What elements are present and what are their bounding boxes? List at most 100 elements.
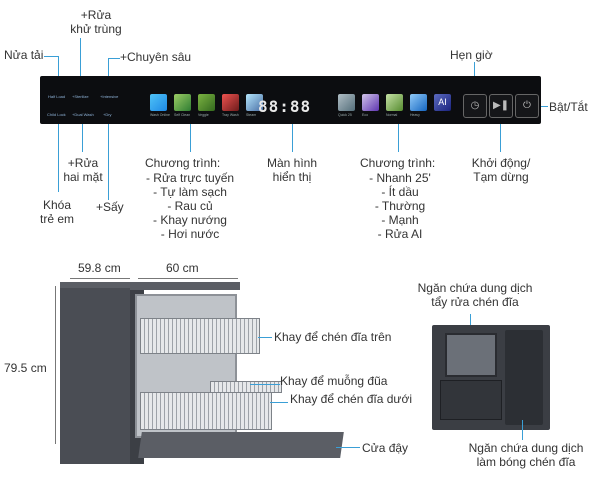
intensive-label: +Chuyên sâu — [120, 50, 192, 64]
connector-line — [108, 58, 120, 59]
program-item: - Nhanh 25' — [369, 171, 431, 185]
start-pause-label: Khởi động/ Tạm dừng — [466, 156, 536, 184]
program-item: - Rau củ — [167, 199, 213, 213]
tile-label: Heavy — [410, 113, 420, 117]
door-label: Cửa đậy — [362, 441, 409, 455]
connector-line — [336, 447, 360, 448]
sterilize-label-line1: +Rửa — [80, 8, 112, 22]
child-lock-button[interactable]: Child Lock — [47, 112, 66, 117]
dimension-line — [70, 278, 130, 279]
timer-icon: ◷ — [470, 100, 480, 111]
rinse-aid-label: Ngăn chứa dung dịch làm bóng chén đĩa — [452, 441, 600, 469]
program-item: - Rửa trực tuyến — [145, 171, 235, 185]
connector-line — [108, 124, 109, 200]
width-dimension: 60 cm — [166, 261, 199, 275]
lower-rack — [140, 392, 272, 430]
digital-display: 88:88 — [258, 97, 312, 116]
connector-line — [58, 56, 59, 94]
start-pause-label-line2: Tạm dừng — [473, 170, 529, 184]
detergent-compartment — [445, 333, 497, 377]
depth-dimension: 59.8 cm — [78, 261, 121, 275]
dual-wash-label-line1: +Rửa — [67, 156, 99, 170]
power-label: Bật/Tắt — [549, 100, 588, 114]
connector-line — [44, 56, 58, 57]
dishwasher-top — [60, 282, 240, 290]
program-self-clean-tile[interactable] — [174, 94, 191, 111]
detergent-label-line2: tẩy rửa chén đĩa — [431, 295, 519, 309]
dishwasher-body — [60, 288, 130, 464]
programs-left-list: - Rửa trực tuyến - Tự làm sạch - Rau củ … — [135, 171, 245, 241]
power-icon: ⏻ — [523, 100, 531, 111]
dry-button[interactable]: +Dry — [103, 112, 112, 117]
program-tray-wash-tile[interactable] — [222, 94, 239, 111]
tile-label: Steam — [246, 113, 257, 117]
program-item: - Ít dầu — [381, 185, 419, 199]
program-eco-tile[interactable] — [362, 94, 379, 111]
upper-rack — [140, 318, 260, 354]
rinse-label-line1: Ngăn chứa dung dịch — [468, 441, 584, 455]
timer-button[interactable]: ◷ — [463, 94, 487, 118]
programs-right-title: Chương trình: — [360, 156, 436, 170]
ai-tile-text: AI — [438, 97, 447, 107]
connector-line — [82, 124, 83, 152]
program-item: - Mạnh — [381, 213, 419, 227]
start-pause-label-line1: Khởi động/ — [471, 156, 531, 170]
tile-label: Wash Online — [150, 113, 170, 117]
program-item: - Hơi nước — [160, 227, 220, 241]
dual-wash-button[interactable]: +Dual Wash — [72, 112, 94, 117]
connector-line — [270, 402, 288, 403]
program-item: - Khay nướng — [153, 213, 227, 227]
program-quick-tile[interactable] — [338, 94, 355, 111]
dimension-line — [55, 286, 56, 444]
program-heavy-tile[interactable] — [410, 94, 427, 111]
program-ai-tile[interactable]: AI — [434, 94, 451, 111]
connector-line — [292, 124, 293, 152]
connector-line — [522, 420, 523, 440]
upper-rack-label: Khay để chén đĩa trên — [274, 330, 392, 344]
connector-line — [398, 124, 399, 152]
control-panel — [40, 76, 541, 124]
program-item: - Thường — [374, 199, 426, 213]
half-load-label: Nửa tải — [4, 48, 44, 62]
power-button[interactable]: ⏻ — [515, 94, 539, 118]
rinse-label-line2: làm bóng chén đĩa — [476, 455, 576, 469]
sterilize-button[interactable]: +Sterilize — [72, 94, 89, 99]
cutlery-tray-label: Khay để muỗng đũa — [280, 374, 388, 388]
program-steam-tile[interactable] — [246, 94, 263, 111]
play-pause-icon: ▶❚ — [492, 100, 510, 111]
height-dimension: 79.5 cm — [4, 361, 47, 375]
tile-label: Tray Wash — [222, 113, 239, 117]
dishwasher-door — [138, 432, 344, 458]
display-label: Màn hình hiển thị — [260, 156, 324, 184]
program-normal-tile[interactable] — [386, 94, 403, 111]
connector-line — [190, 124, 191, 152]
start-pause-button[interactable]: ▶❚ — [489, 94, 513, 118]
tile-label: Quick 25 — [338, 113, 352, 117]
program-veggie-tile[interactable] — [198, 94, 215, 111]
connector-line — [470, 314, 471, 334]
tile-label: Self Clean — [174, 113, 191, 117]
child-lock-label-line1: Khóa — [42, 198, 72, 212]
connector-line — [258, 337, 272, 338]
display-label-line1: Màn hình — [266, 156, 318, 170]
connector-line — [540, 106, 548, 107]
tile-label: Normal — [386, 113, 398, 117]
intensive-button[interactable]: +Intensive — [100, 94, 119, 99]
display-label-line2: hiển thị — [272, 170, 312, 184]
timer-label: Hẹn giờ — [450, 48, 493, 62]
detergent-label-line1: Ngăn chứa dung dịch — [417, 281, 533, 295]
connector-line — [500, 124, 501, 152]
child-lock-label-line2: trẻ em — [39, 212, 74, 226]
program-wash-online-tile[interactable] — [150, 94, 167, 111]
dual-wash-label: +Rửa hai mặt — [58, 156, 108, 184]
program-item: - Tự làm sạch — [153, 185, 227, 199]
child-lock-label: Khóa trẻ em — [34, 198, 80, 226]
programs-left-title: Chương trình: — [145, 156, 221, 170]
tile-label: Eco — [362, 113, 369, 117]
sterilize-label-line2: khử trùng — [70, 22, 122, 36]
programs-right-list: - Nhanh 25' - Ít dầu - Thường - Mạnh - R… — [350, 171, 450, 241]
sterilize-label: +Rửa khử trùng — [66, 8, 126, 36]
half-load-button[interactable]: Half Load — [48, 94, 66, 99]
dry-label: +Sấy — [96, 200, 124, 214]
tile-label: Veggie — [198, 113, 209, 117]
